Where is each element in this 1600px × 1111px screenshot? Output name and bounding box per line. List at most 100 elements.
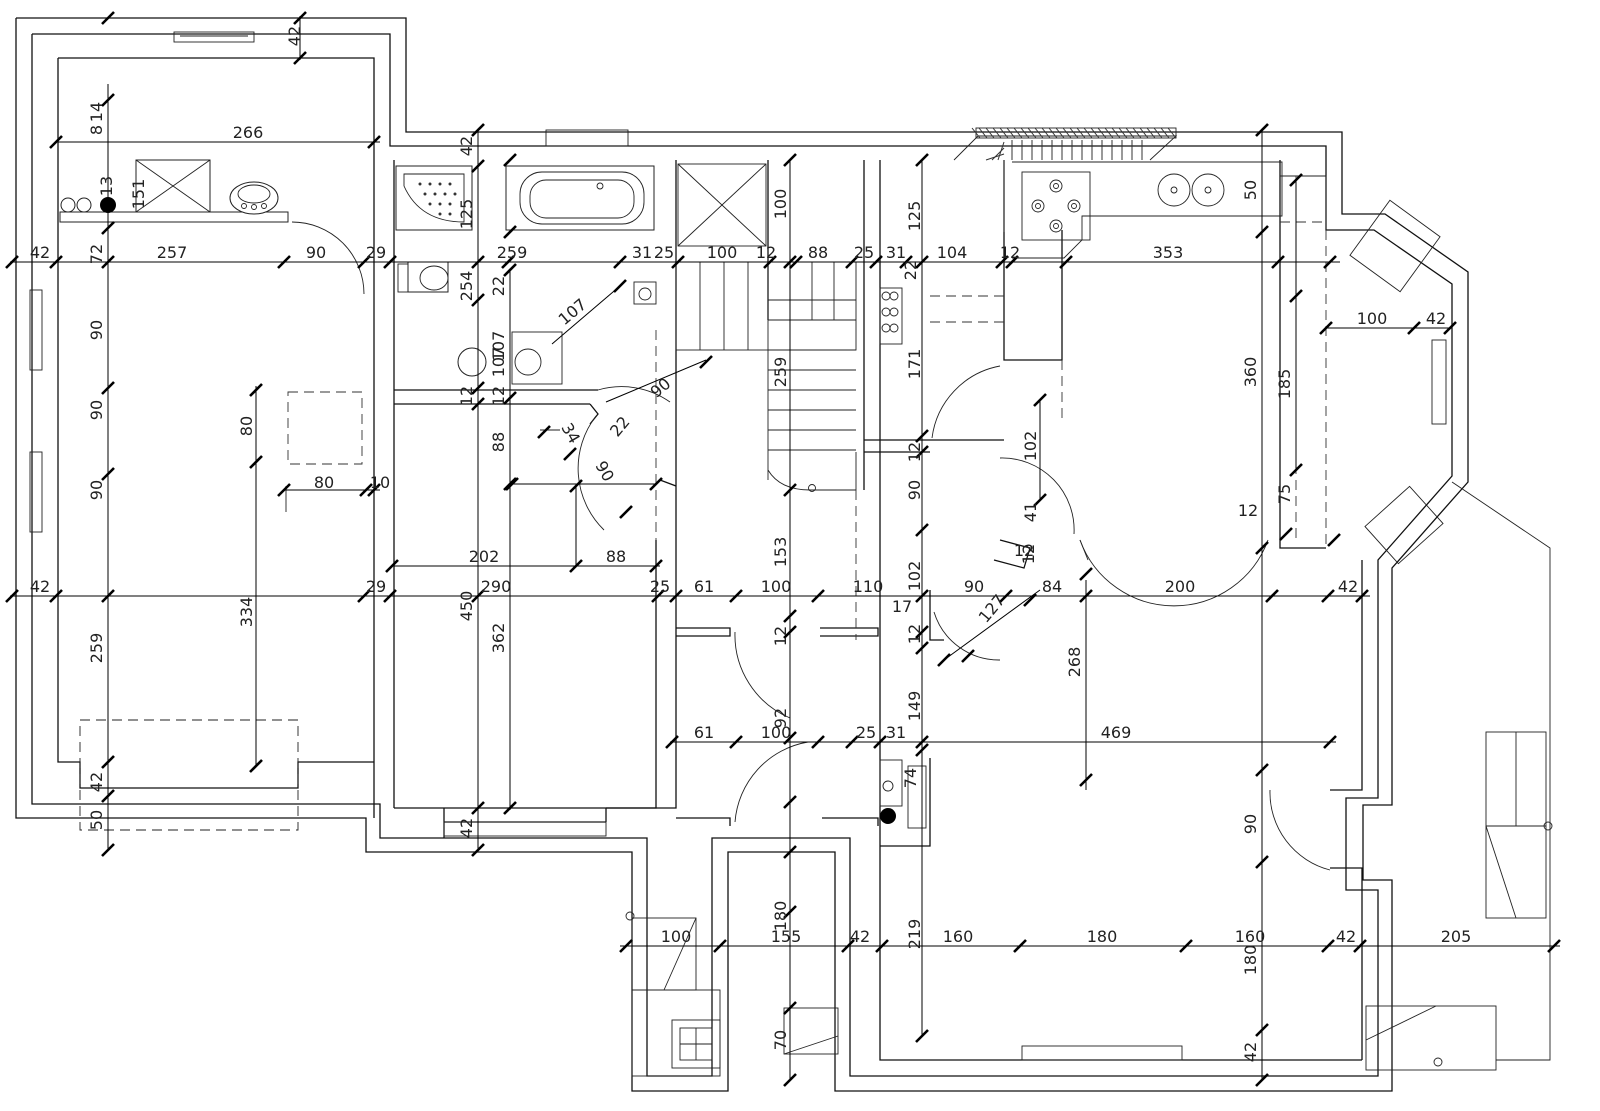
dimension-tick — [783, 1001, 797, 1015]
dimension-label-horizontal: 200 — [1165, 577, 1196, 596]
dimension-tick — [277, 255, 291, 269]
dimension-tick — [783, 609, 797, 623]
dimension-label-vertical: 90 — [1241, 814, 1260, 834]
dimension-tick — [367, 483, 381, 497]
dimension-tick — [5, 589, 19, 603]
dimension-tick — [783, 905, 797, 919]
dimension-tick — [1255, 1073, 1269, 1087]
dimension-tick — [1255, 855, 1269, 869]
dimension-label-vertical: 42 — [457, 136, 476, 156]
dimension-label-horizontal: 12 — [756, 243, 776, 262]
dimension-label-vertical: 107 — [489, 331, 508, 362]
interior-walls — [393, 160, 1063, 847]
dimension-tick — [783, 1073, 797, 1087]
dimension-label-horizontal: 17 — [892, 597, 912, 616]
dimension-tick — [249, 759, 263, 773]
dimension-tick — [505, 477, 519, 491]
dimension-tick — [385, 559, 399, 573]
dimension-label-horizontal: 180 — [1087, 927, 1118, 946]
dimension-tick — [613, 255, 627, 269]
dimension-tick — [669, 589, 683, 603]
washbasin — [229, 181, 279, 215]
dimension-tick — [1033, 393, 1047, 407]
dimension-tick — [873, 735, 887, 749]
dimension-tick — [1289, 289, 1303, 303]
dimension-label-horizontal: 90 — [306, 243, 326, 262]
dimension-label-vertical: 259 — [87, 633, 106, 664]
dimension-label-horizontal: 155 — [771, 927, 802, 946]
dimension-tick — [1059, 255, 1073, 269]
dimension-tick — [503, 225, 517, 239]
dimension-tick — [101, 93, 115, 107]
dimension-label-vertical: 92 — [771, 708, 790, 728]
dimension-tick — [357, 255, 371, 269]
dimension-tick — [101, 11, 115, 25]
dimension-label-vertical: 90 — [87, 480, 106, 500]
dimension-label-horizontal: 257 — [157, 243, 188, 262]
dimension-label-vertical: 450 — [457, 591, 476, 622]
dimension-tick — [383, 255, 397, 269]
dimension-tick — [915, 445, 929, 459]
dimension-tick — [665, 735, 679, 749]
dimension-label-vertical: 125 — [905, 201, 924, 232]
dimension-tick — [357, 589, 371, 603]
chimney — [953, 127, 1178, 232]
dimension-label-vertical: 153 — [771, 537, 790, 568]
dimension-tick — [293, 11, 307, 25]
dimension-tick — [915, 625, 929, 639]
dimension-label-horizontal: 12 — [1238, 501, 1258, 520]
dimension-tick — [1321, 589, 1335, 603]
bathroom-fixtures — [59, 159, 657, 385]
dimension-label-vertical: 74 — [901, 768, 920, 788]
dimension-label-vertical: 254 — [457, 271, 476, 302]
dimension-tick — [5, 255, 19, 269]
dimension-tick — [1321, 939, 1335, 953]
dimension-label-vertical: 13 — [97, 176, 116, 196]
dimension-label-horizontal: 205 — [1441, 927, 1472, 946]
dimension-tick — [1355, 589, 1369, 603]
dimension-label-horizontal: 88 — [808, 243, 828, 262]
dimension-tick — [915, 1029, 929, 1043]
dimension-tick — [1255, 225, 1269, 239]
dimension-tick — [101, 467, 115, 481]
dimension-label-horizontal: 259 — [497, 243, 528, 262]
dimension-tick — [783, 153, 797, 167]
dimension-label-horizontal: 61 — [694, 577, 714, 596]
dimension-label-horizontal: 202 — [469, 547, 500, 566]
dimension-tick — [613, 279, 627, 293]
dimension-tick — [699, 355, 713, 369]
dimension-label-horizontal: 29 — [366, 243, 386, 262]
dimension-label-vertical: 70 — [771, 1030, 790, 1050]
dimension-tick — [915, 523, 929, 537]
dimension-tick — [915, 255, 929, 269]
dimension-tick — [1279, 527, 1293, 541]
dimension-label-horizontal: 100 — [661, 927, 692, 946]
dimension-tick — [729, 589, 743, 603]
dimension-label-vertical: 90 — [87, 320, 106, 340]
dimension-label-vertical: 180 — [771, 901, 790, 932]
dimension-tick — [619, 505, 633, 519]
dimension-label-vertical: 22 — [901, 260, 920, 280]
dimension-label-vertical: 42 — [1241, 1042, 1260, 1062]
dimension-tick — [1079, 773, 1093, 787]
dimension-tick — [471, 293, 485, 307]
dimension-label-diagonal: 90 — [647, 374, 675, 402]
dimension-tick — [1255, 541, 1269, 555]
dimension-tick — [101, 589, 115, 603]
kitchen — [879, 161, 1283, 345]
dimension-tick — [503, 153, 517, 167]
dimension-label-horizontal: 100 — [707, 243, 738, 262]
dimension-tick — [783, 731, 797, 745]
dimension-tick — [915, 153, 929, 167]
dimension-tick — [845, 255, 859, 269]
dimension-label-horizontal: 42 — [30, 243, 50, 262]
stove — [1021, 171, 1091, 241]
dimension-tick — [503, 391, 517, 405]
dimension-label-vertical: 360 — [1241, 357, 1260, 388]
dimension-tick — [1323, 735, 1337, 749]
dimension-tick — [563, 447, 577, 461]
dimension-tick — [49, 255, 63, 269]
dimension-tick — [875, 939, 889, 953]
dimension-tick — [1255, 1023, 1269, 1037]
windows — [29, 31, 1447, 1061]
